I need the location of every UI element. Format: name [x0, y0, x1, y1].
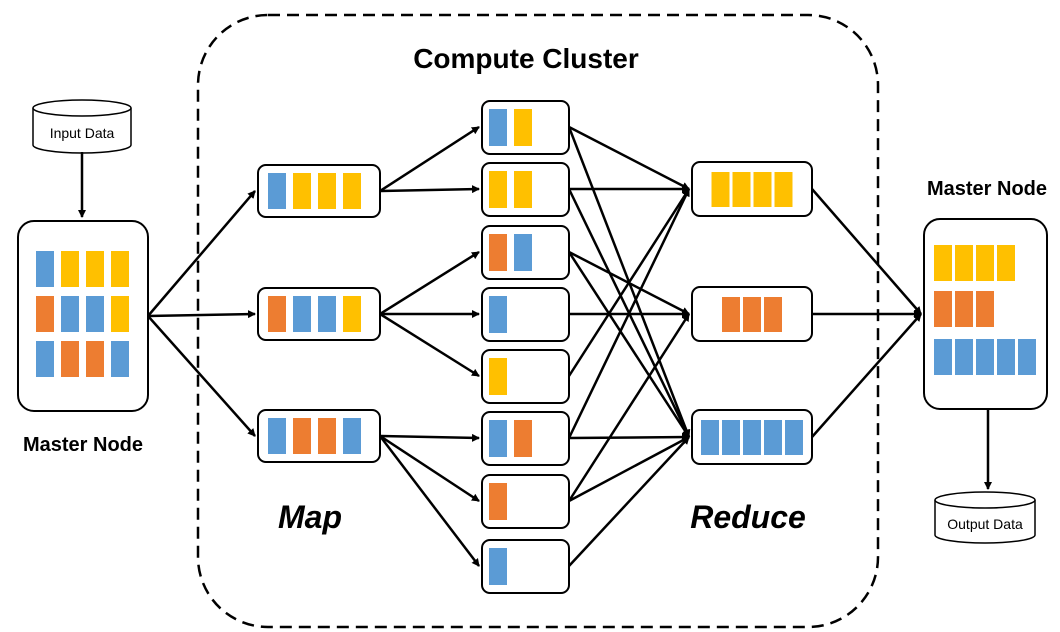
reducer-yellow-block	[774, 172, 793, 207]
output-data-store: Output Data	[934, 491, 1036, 544]
data-blocks	[36, 109, 1036, 585]
partition-yellow-block	[489, 358, 507, 395]
mapper-blue-block	[318, 296, 336, 332]
master-left-blue-block	[61, 296, 79, 332]
partition-blue-block	[489, 296, 507, 333]
mapper-to-partition-arrow	[379, 125, 480, 193]
shuffle-arrow	[568, 436, 690, 567]
mapper-yellow-block	[343, 173, 361, 209]
master-left-orange-block	[36, 296, 54, 332]
output-data-label: Output Data	[947, 516, 1023, 532]
master-node-left-label: Master Node	[23, 434, 143, 456]
master-right-blue-block	[934, 339, 952, 375]
master-to-mapper-arrow	[147, 315, 256, 437]
mapper-to-partition-arrow	[379, 312, 480, 378]
master-node-right-label: Master Node	[927, 178, 1047, 200]
master-left-orange-block	[86, 341, 104, 377]
partition-orange-block	[489, 234, 507, 271]
master-right-blue-block	[1018, 339, 1036, 375]
partition-orange-block	[489, 483, 507, 520]
partition-blue-block	[489, 109, 507, 146]
reducer-blue-block	[701, 420, 719, 455]
mapper-orange-block	[293, 418, 311, 454]
shuffle-arrow	[568, 125, 690, 191]
mapper-orange-block	[268, 296, 286, 332]
partition-yellow-block	[489, 171, 507, 208]
reducer-blue-block	[785, 420, 803, 455]
reducer-to-master-arrow	[811, 188, 922, 315]
partition-blue-block	[489, 420, 507, 457]
mapper-yellow-block	[343, 296, 361, 332]
master-to-mapper-arrow	[147, 190, 256, 317]
master-right-yellow-block	[997, 245, 1015, 281]
partition-yellow-block	[514, 171, 532, 208]
mapper-blue-block	[268, 173, 286, 209]
master-right-blue-block	[997, 339, 1015, 375]
reducer-orange-block	[743, 297, 761, 332]
master-right-blue-block	[955, 339, 973, 375]
mapper-blue-block	[293, 296, 311, 332]
reducer-box	[691, 161, 813, 217]
shuffle-arrow	[567, 313, 691, 502]
cluster-title: Compute Cluster	[413, 43, 639, 74]
reducer-yellow-block	[711, 172, 730, 207]
connectors	[78, 125, 992, 567]
partition-yellow-block	[514, 109, 532, 146]
master-right-orange-block	[976, 291, 994, 327]
mapper-to-partition-arrow	[379, 434, 480, 503]
master-left-yellow-block	[86, 251, 104, 287]
master-left-blue-block	[36, 341, 54, 377]
master-left-blue-block	[111, 341, 129, 377]
master-right-orange-block	[955, 291, 973, 327]
mapper-orange-block	[318, 418, 336, 454]
master-left-yellow-block	[61, 251, 79, 287]
input-data-store: Input Data	[32, 99, 132, 154]
reducer-orange-block	[764, 297, 782, 332]
master-left-yellow-block	[111, 296, 129, 332]
mapper-blue-block	[343, 418, 361, 454]
reducer-blue-block	[743, 420, 761, 455]
shuffle-arrow	[568, 433, 690, 442]
shuffle-arrow	[567, 188, 691, 439]
reducer-yellow-block	[732, 172, 751, 207]
reducer-yellow-block	[753, 172, 772, 207]
reducer-blue-block	[722, 420, 740, 455]
input-data-label: Input Data	[50, 125, 115, 141]
mapper-blue-block	[268, 418, 286, 454]
master-left-blue-block	[36, 251, 54, 287]
shuffle-arrow	[568, 435, 690, 503]
partition-orange-block	[514, 420, 532, 457]
master-left-yellow-block	[111, 251, 129, 287]
master-to-mapper-arrow	[147, 310, 256, 319]
map-phase-label: Map	[278, 499, 342, 535]
master-left-blue-block	[86, 296, 104, 332]
reducer-to-master-arrow	[811, 313, 922, 438]
mapper-to-partition-arrow	[379, 250, 480, 316]
mapper-yellow-block	[293, 173, 311, 209]
master-right-yellow-block	[934, 245, 952, 281]
partition-blue-block	[514, 234, 532, 271]
mapper-to-partition-arrow	[379, 433, 480, 442]
compute-cluster-boundary	[196, 13, 880, 629]
mapper-to-partition-arrow	[379, 185, 480, 194]
reducer-orange-block	[722, 297, 740, 332]
reduce-phase-label: Reduce	[690, 499, 806, 535]
master-right-yellow-block	[955, 245, 973, 281]
reducer-blue-block	[764, 420, 782, 455]
master-right-yellow-block	[976, 245, 994, 281]
shuffle-arrow	[567, 251, 691, 438]
mapper-to-partition-arrow	[379, 435, 480, 567]
master-right-blue-block	[976, 339, 994, 375]
master-right-orange-block	[934, 291, 952, 327]
shuffle-arrow	[567, 188, 691, 377]
partition-blue-block	[489, 548, 507, 585]
mapper-yellow-block	[318, 173, 336, 209]
master-left-orange-block	[61, 341, 79, 377]
